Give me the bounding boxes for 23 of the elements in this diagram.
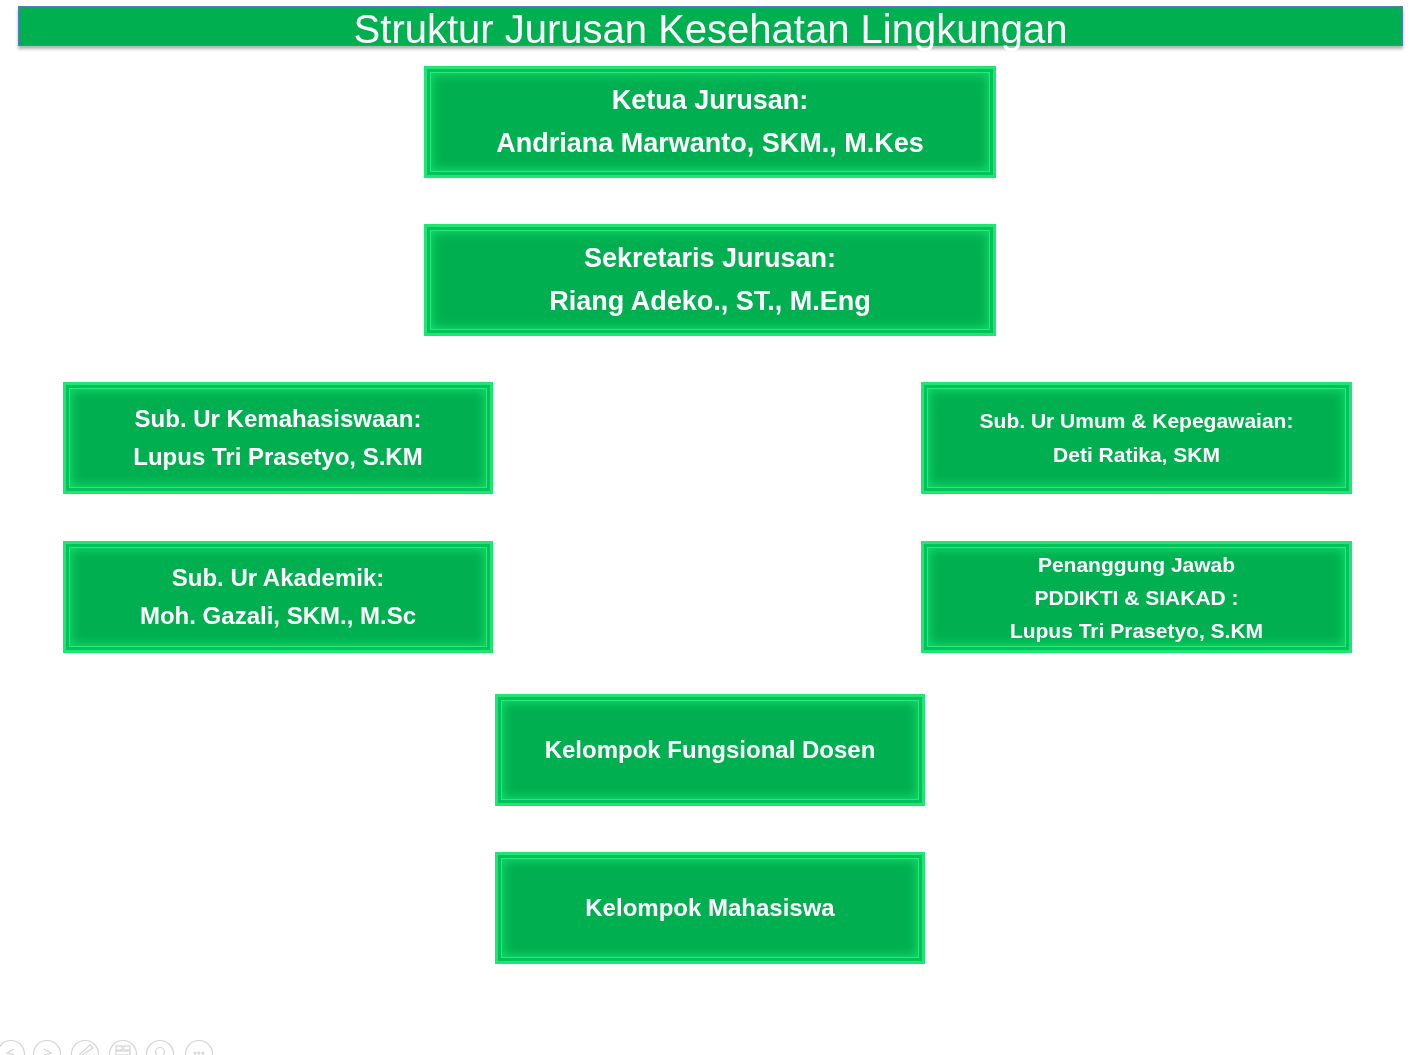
person-name: Moh. Gazali, SKM., M.Sc	[139, 601, 416, 631]
org-box	[424, 224, 996, 336]
role-title: Sub. Ur Umum & Kepegawaian:	[979, 408, 1294, 434]
role-title: Sekretaris Jurusan:	[583, 242, 837, 275]
org-box	[63, 541, 493, 653]
org-box	[921, 541, 1352, 653]
person-name: Lupus Tri Prasetyo, S.KM	[133, 442, 423, 472]
group-label: Kelompok Fungsional Dosen	[544, 735, 876, 765]
person-name: Andriana Marwanto, SKM., M.Kes	[496, 127, 924, 160]
org-box	[63, 382, 493, 494]
person-name: Deti Ratika, SKM	[1053, 442, 1220, 468]
role-title: Sub. Ur Kemahasiswaan:	[134, 404, 422, 434]
org-box	[495, 694, 925, 806]
diagram-title: Struktur Jurusan Kesehatan Lingkungan	[353, 6, 1068, 52]
person-name: Lupus Tri Prasetyo, S.KM	[1009, 617, 1264, 644]
org-box	[921, 382, 1352, 494]
role-title: Sub. Ur Akademik:	[171, 563, 385, 593]
org-box	[495, 852, 925, 964]
role-title: Penanggung Jawab PDDIKTI & SIAKAD :	[1033, 551, 1240, 611]
group-label: Kelompok Mahasiswa	[585, 893, 835, 923]
org-box	[424, 66, 996, 178]
person-name: Riang Adeko., ST., M.Eng	[549, 285, 871, 318]
role-title: Ketua Jurusan:	[611, 84, 809, 117]
